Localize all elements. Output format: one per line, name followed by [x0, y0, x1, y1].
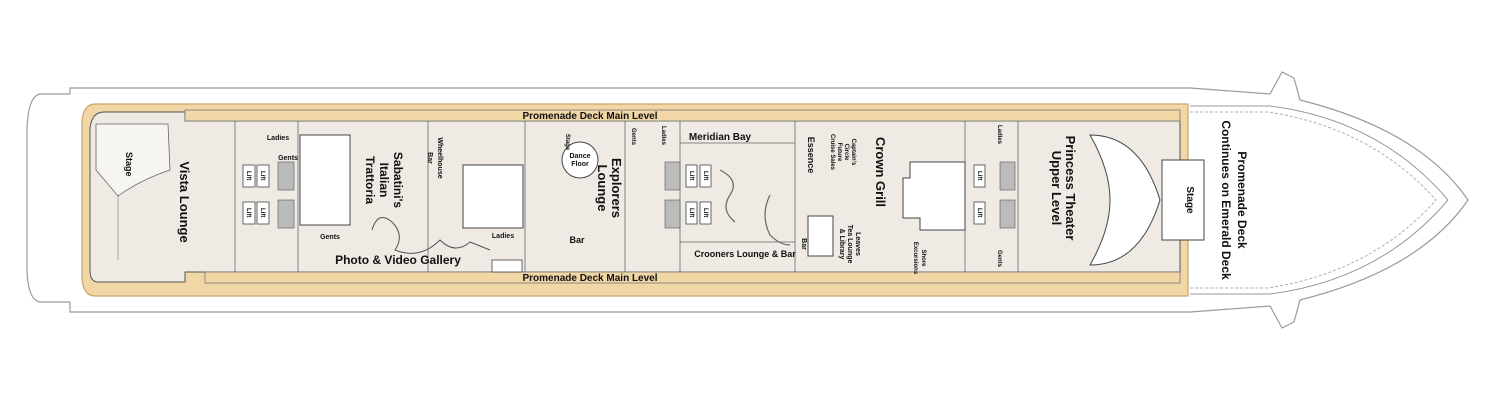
lift-label-9: Lift — [976, 171, 982, 180]
theater-stage — [1161, 159, 1205, 241]
wheelhouse-label-1: Wheelhouse — [436, 137, 443, 178]
section-dividers — [234, 121, 1019, 272]
captains-label-2: Circle — [843, 144, 849, 161]
bow-outline — [1190, 105, 1449, 295]
promenade-top-bar — [184, 109, 1181, 122]
stage-small-label: Stage — [564, 134, 570, 151]
lift-label-5: Lift — [688, 171, 694, 180]
continues-label-1: Promenade Deck — [1235, 151, 1249, 249]
bar-label-2: Bar — [800, 238, 807, 250]
princess-theater-label-2: Upper Level — [1049, 151, 1064, 225]
dance-floor — [561, 141, 599, 179]
dance-floor-label-2: Floor — [571, 161, 589, 168]
lift-label-8: Lift — [702, 208, 708, 217]
ladies-label-2: Ladies — [492, 233, 514, 240]
shore-label-1: Shore — [920, 249, 926, 267]
stairwells — [277, 161, 1016, 229]
photo-gallery-label: Photo & Video Gallery — [335, 253, 461, 267]
promenade-top-label: Promenade Deck Main Level — [522, 111, 657, 122]
lift-label-2: Lift — [259, 171, 265, 180]
princess-theater-label-1: Princess Theater — [1063, 136, 1078, 241]
sabatini-kitchen — [299, 134, 351, 226]
captains-label-4: Cruise Sales — [829, 134, 835, 171]
sculpture-path — [719, 169, 736, 223]
lift-label-1: Lift — [245, 171, 251, 180]
ladies-label-4: Ladies — [996, 125, 1002, 145]
gents-label-2: Gents — [320, 234, 340, 241]
gents-label-1: Gents — [278, 155, 298, 162]
aft-stage-area — [95, 123, 171, 197]
promenade-bottom-bar — [204, 271, 1181, 284]
captains-label-3: Future — [836, 143, 842, 162]
sabatini-label-3: Trattoria — [363, 156, 377, 204]
lift-boxes — [242, 164, 986, 225]
explorers-label-1: Explorers — [609, 158, 624, 218]
leaves-label-2: Tea Lounge — [846, 225, 853, 264]
essence-label: Essence — [806, 137, 816, 174]
essence-room — [807, 215, 834, 257]
gents-label-4: Gents — [996, 250, 1002, 268]
lift-label-4: Lift — [259, 208, 265, 217]
stage-aft-label: Stage — [124, 152, 134, 177]
leaves-label-3: & Library — [838, 229, 845, 260]
crooners-label: Crooners Lounge & Bar — [694, 249, 796, 259]
captains-label-1: Captain's — [850, 139, 856, 166]
ladies-label-1: Ladies — [267, 135, 289, 142]
theater-seating — [1089, 134, 1161, 266]
sabatini-label-2: Italian — [377, 163, 391, 198]
bow-dashed-line — [1190, 111, 1437, 289]
sabatini-label-1: Sabatini's — [391, 152, 405, 209]
deck-interior — [89, 111, 1181, 283]
stage-fwd-label: Stage — [1184, 186, 1195, 214]
lift-label-6: Lift — [688, 208, 694, 217]
crown-grill-label: Crown Grill — [873, 137, 888, 207]
continues-label-2: Continues on Emerald Deck — [1219, 120, 1233, 280]
gallery-room — [462, 164, 524, 229]
lift-label-3: Lift — [245, 208, 251, 217]
lift-label-10: Lift — [976, 208, 982, 217]
dance-floor-label-1: Dance — [569, 153, 590, 160]
wheelhouse-label-2: Bar — [426, 152, 433, 164]
crown-grill-kitchen — [902, 161, 966, 231]
promenade-bottom-label: Promenade Deck Main Level — [522, 273, 657, 284]
shore-label-2: Excursions — [912, 242, 918, 275]
lift-label-7: Lift — [702, 171, 708, 180]
explorers-label-2: Lounge — [595, 165, 610, 212]
leaves-label-1: Leaves — [854, 232, 861, 256]
spiral-stairs — [764, 194, 791, 246]
ladies-label-3: Ladies — [660, 126, 666, 146]
vista-lounge-label: Vista Lounge — [177, 161, 192, 242]
meridian-bay-label: Meridian Bay — [689, 132, 752, 143]
bar-label-1: Bar — [569, 235, 585, 245]
gents-label-3: Gents — [630, 128, 636, 146]
gallery-curve — [371, 217, 491, 254]
aft-bottom-room — [491, 259, 523, 273]
